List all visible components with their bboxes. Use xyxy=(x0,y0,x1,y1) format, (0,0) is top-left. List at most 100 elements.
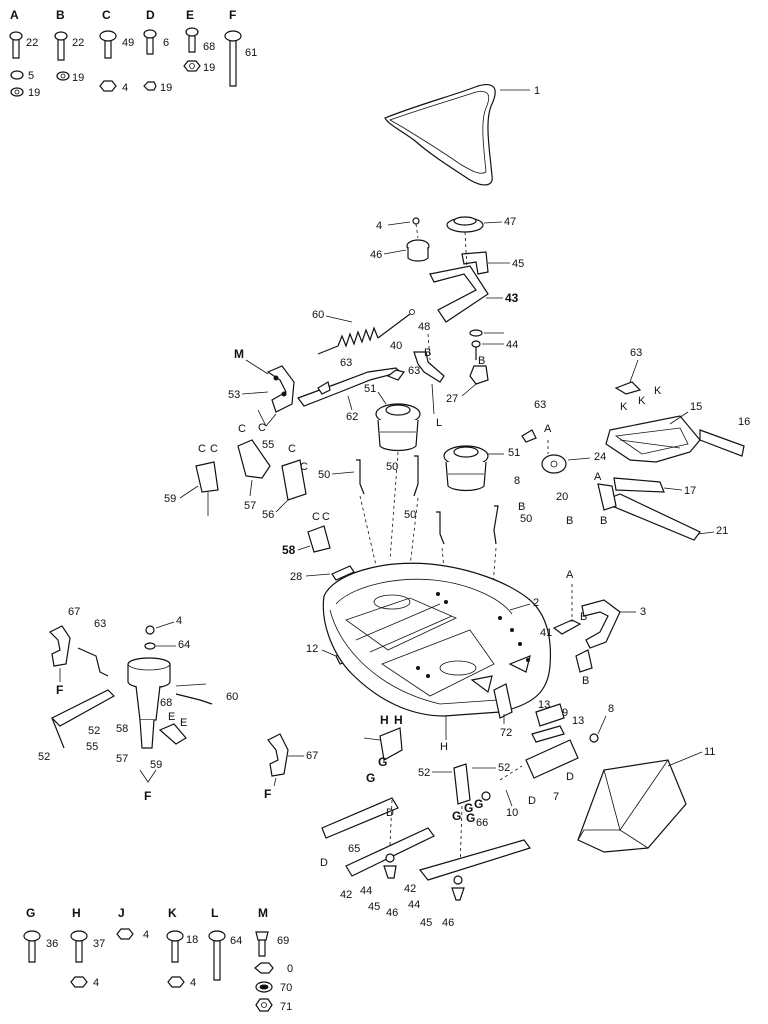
callout-60: 64 xyxy=(178,639,190,651)
ref-f-59: F xyxy=(144,789,151,803)
callout-66: 68 xyxy=(160,697,172,709)
adapter-62 xyxy=(321,797,399,839)
legend-part-m-2: 0 xyxy=(287,963,293,975)
callout-13-a: 13 xyxy=(538,699,550,711)
legend-letter-f: F xyxy=(229,8,236,22)
ref-d-7b: D xyxy=(566,771,574,783)
callout-2: 2 xyxy=(533,597,539,609)
link-13 xyxy=(535,703,565,727)
nut-icon xyxy=(167,976,185,988)
legend-part-f-1: 61 xyxy=(245,47,257,59)
ref-g-35d: G xyxy=(466,811,475,825)
ref-a-21: A xyxy=(544,423,552,435)
nut-icon xyxy=(10,87,24,97)
bracket-58 xyxy=(158,723,187,745)
callout-38-a: 42 xyxy=(340,889,352,901)
legend-letter-g: G xyxy=(26,906,35,920)
ref-e-58a: E xyxy=(168,711,175,723)
legend-part-b-1: 22 xyxy=(72,37,84,49)
legend-letter-k: K xyxy=(168,906,177,920)
callout-39-a: 44 xyxy=(360,885,372,897)
legend-part-k-1: 18 xyxy=(186,934,198,946)
ref-h-64b: F xyxy=(264,787,271,801)
blade-left xyxy=(345,827,435,877)
ref-d-62b: D xyxy=(386,807,394,819)
callout-15: 16 xyxy=(738,416,750,428)
ref-k-14a: K xyxy=(620,401,628,413)
legend-part-a-3: 19 xyxy=(28,87,40,99)
callout-16: 17 xyxy=(684,485,696,497)
legend-part-m-4: 71 xyxy=(280,1001,292,1013)
bracket-24 xyxy=(413,351,445,383)
bolt-icon xyxy=(166,930,184,963)
exploded-view: 1 4 47 46 45 43 44 48 xyxy=(38,83,750,929)
bolt-icon xyxy=(224,30,242,87)
hanger-rod-33d xyxy=(493,505,499,545)
bolt-icon xyxy=(99,30,117,59)
legend-part-g-1: 36 xyxy=(46,938,58,950)
callout-13-b: 13 xyxy=(572,715,584,727)
legend-part-d-2: 19 xyxy=(160,82,172,94)
bracket-25 xyxy=(469,365,489,385)
bracket-64-b xyxy=(267,733,289,777)
nut-icon xyxy=(70,976,88,988)
ref-a-26: A xyxy=(566,569,574,581)
callout-9: 9 xyxy=(562,707,568,719)
callout-63: 66 xyxy=(476,817,488,829)
bolt-icon xyxy=(255,931,269,957)
blade-right xyxy=(418,839,531,881)
callout-40-b: 45 xyxy=(420,917,432,929)
ref-k-14c: K xyxy=(654,385,662,397)
plate-26 xyxy=(552,619,582,635)
bracket-3 xyxy=(581,599,621,649)
legend-letter-l: L xyxy=(211,906,218,920)
bracket-46 xyxy=(266,365,295,413)
callout-31: 47 xyxy=(504,216,516,228)
ref-c-53b: C xyxy=(210,443,218,455)
legend-letter-a: A xyxy=(10,8,19,22)
ref-g-35a: G xyxy=(464,801,473,815)
legend-letter-b: B xyxy=(56,8,65,22)
callout-17: 21 xyxy=(716,525,728,537)
callout-46: 53 xyxy=(228,389,240,401)
callout-34-b: 51 xyxy=(508,447,520,459)
ref-a-20: A xyxy=(594,471,602,483)
ref-c-50b: C xyxy=(300,461,308,473)
ref-c-47: C xyxy=(258,422,266,434)
callout-30: 46 xyxy=(370,249,382,261)
callout-53: 59 xyxy=(164,493,176,505)
ref-b-24: B xyxy=(424,347,431,359)
legend-part-m-3: 70 xyxy=(280,982,292,994)
ref-h-64a: F xyxy=(56,683,63,697)
legend-part-b-2: 19 xyxy=(72,72,84,84)
callout-35-a: 52 xyxy=(418,767,430,779)
callout-32: 48 xyxy=(418,321,430,333)
callout-64-b: 67 xyxy=(306,750,318,762)
pulley-21 xyxy=(541,454,567,474)
callout-45-a: 52 xyxy=(88,725,100,737)
callout-45-b: 52 xyxy=(38,751,50,763)
legend-part-e-1: 68 xyxy=(203,41,215,53)
legend-part-a-2: 5 xyxy=(28,70,34,82)
legend-letter-c: C xyxy=(102,8,111,22)
ref-j-72a: H xyxy=(380,713,389,727)
rod-55 xyxy=(77,647,109,677)
callout-38-b: 42 xyxy=(404,883,416,895)
callout-20: 20 xyxy=(556,491,568,503)
callout-52: 58 xyxy=(282,543,296,557)
hanger-rod-33c xyxy=(436,511,445,545)
ref-c-51: C xyxy=(238,423,246,435)
bracket-50 xyxy=(281,459,307,501)
callout-44-c: 63 xyxy=(630,347,642,359)
legend-part-c-2: 4 xyxy=(122,82,128,94)
callout-27: 43 xyxy=(505,291,519,305)
callout-24: 40 xyxy=(390,340,402,352)
callout-35-b: 52 xyxy=(498,762,510,774)
callout-14: 15 xyxy=(690,401,702,413)
legend-part-m-1: 69 xyxy=(277,935,289,947)
ref-d-62a: D xyxy=(320,857,328,869)
callout-7: 7 xyxy=(553,791,559,803)
ref-b-25: B xyxy=(478,355,485,367)
callout-39-b: 44 xyxy=(408,899,420,911)
callout-42: 60 xyxy=(312,309,324,321)
